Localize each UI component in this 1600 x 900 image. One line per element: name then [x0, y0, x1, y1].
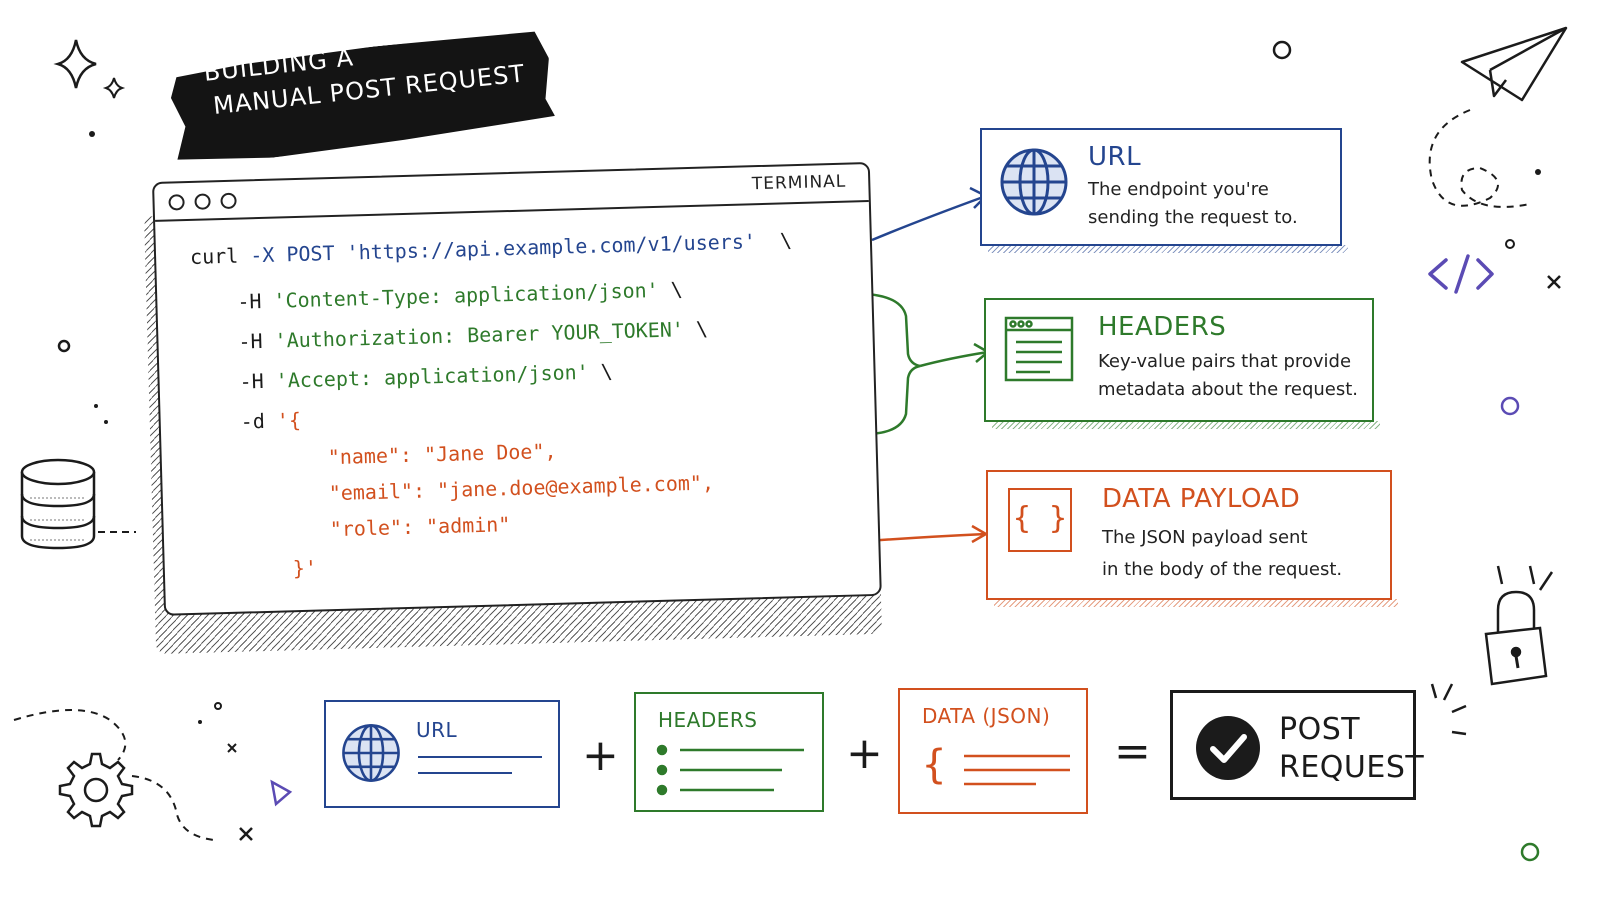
- equation-headers-label: HEADERS: [658, 708, 758, 732]
- code-token: \: [588, 359, 614, 384]
- result-line: REQUEST: [1279, 750, 1425, 785]
- code-token: -H: [237, 288, 274, 314]
- code-token: "role": "admin": [329, 512, 511, 542]
- code-line: "email": "jane.doe@example.com",: [328, 470, 714, 505]
- equation-data-label: DATA (JSON): [922, 704, 1051, 728]
- payload-card: { } DATA PAYLOAD The JSON payload sent i…: [986, 470, 1398, 607]
- code-token: -d: [240, 408, 278, 434]
- terminal-title-bar: TERMINAL: [154, 164, 869, 222]
- headers-card: HEADERS Key-value pairs that provide met…: [984, 298, 1380, 429]
- url-arrow: [871, 194, 987, 242]
- plus-operator: +: [582, 730, 619, 781]
- payload-desc-line: The JSON payload sent: [1102, 527, 1308, 548]
- code-token: 'Authorization: Bearer YOUR_TOKEN': [274, 317, 685, 353]
- equation-result-box: POST REQUEST: [1170, 690, 1424, 800]
- sparkle-small-icon: [227, 743, 237, 753]
- code-token: -H: [239, 368, 277, 394]
- url-desc-line: sending the request to.: [1088, 207, 1298, 228]
- dashed-curve: [13, 709, 127, 761]
- plus-operator: +: [846, 728, 883, 779]
- curly-braces-icon: { }: [1008, 488, 1072, 552]
- play-triangle-icon: [270, 779, 293, 807]
- code-line: "name": "Jane Doe",: [327, 439, 556, 469]
- code-line: -d '{: [240, 408, 301, 434]
- lock-icon: [1484, 590, 1548, 686]
- code-token: }': [292, 555, 318, 581]
- code-token: 'Content-Type: application/json': [273, 277, 659, 313]
- code-token: '{: [276, 407, 302, 433]
- code-token: 'https://api.example.com/v1/users': [346, 229, 757, 265]
- checkmark-circle-icon: [1196, 716, 1260, 780]
- globe-icon: [1000, 148, 1068, 216]
- code-token: -H: [238, 328, 275, 354]
- code-tag-icon: [1428, 254, 1494, 294]
- result-label: POST REQUEST: [1279, 711, 1424, 787]
- payload-card-description: The JSON payload sent in the body of the…: [1102, 522, 1342, 586]
- headers-card-description: Key-value pairs that provide metadata ab…: [1098, 348, 1358, 404]
- code-token: \: [658, 277, 684, 302]
- code-token: curl: [189, 243, 251, 269]
- ring-icon: [1520, 842, 1540, 862]
- equation-url-label: URL: [416, 718, 458, 742]
- ring-icon: [1500, 396, 1520, 416]
- headers-desc-line: metadata about the request.: [1098, 379, 1359, 400]
- small-sparkle-icon: [102, 77, 126, 99]
- result-line: POST: [1279, 712, 1361, 747]
- equals-operator: =: [1114, 726, 1151, 777]
- url-card-title: URL: [1088, 142, 1142, 172]
- code-line: -H 'Accept: application/json' \: [239, 359, 613, 393]
- braces-glyph: { }: [1012, 501, 1068, 536]
- payload-card-title: DATA PAYLOAD: [1102, 484, 1301, 514]
- line-placeholder: [418, 772, 512, 774]
- url-card: URL The endpoint you're sending the requ…: [980, 128, 1348, 253]
- dashed-loop: [1428, 109, 1531, 208]
- window-dot-icon: [194, 193, 211, 210]
- cross-icon: [1547, 275, 1561, 289]
- equation-data-box: DATA (JSON) {: [898, 688, 1088, 814]
- window-dot-icon: [220, 192, 237, 210]
- terminal-label: TERMINAL: [751, 171, 847, 195]
- sparkle-icon: [53, 39, 97, 89]
- dot-icon: [89, 131, 95, 137]
- equation-url-box: URL: [324, 700, 560, 808]
- code-token: "name": "Jane Doe",: [327, 438, 557, 470]
- code-token: 'Accept: application/json': [275, 359, 590, 393]
- document-window-icon: [1004, 316, 1074, 382]
- open-brace-icon: {: [922, 740, 946, 790]
- globe-icon: [342, 724, 400, 782]
- terminal-window: TERMINAL curl -X POST 'https://api.examp…: [152, 161, 882, 616]
- code-token: -X POST: [249, 240, 347, 268]
- ring-icon: [57, 339, 71, 353]
- code-line: -H 'Authorization: Bearer YOUR_TOKEN' \: [238, 317, 708, 354]
- headers-card-title: HEADERS: [1098, 312, 1227, 342]
- bullet-list-icon: [656, 744, 804, 796]
- brace-glyph: {: [922, 742, 947, 788]
- code-token: \: [755, 228, 793, 254]
- headers-arrow: [919, 350, 989, 368]
- code-line: }': [293, 556, 318, 581]
- line-placeholder: [418, 756, 542, 758]
- code-token: "email": "jane.doe@example.com",: [328, 470, 715, 506]
- gear-icon: [58, 752, 134, 828]
- paper-plane-icon: [1460, 26, 1568, 102]
- code-line: -H 'Content-Type: application/json' \: [237, 277, 683, 313]
- line-placeholder-group: [964, 754, 1070, 786]
- code-line: curl -X POST 'https://api.example.com/v1…: [190, 228, 793, 269]
- payload-desc-line: in the body of the request.: [1102, 559, 1343, 580]
- database-icon: [20, 458, 96, 550]
- equation-headers-box: HEADERS: [634, 692, 824, 812]
- url-card-description: The endpoint you're sending the request …: [1088, 176, 1298, 232]
- ring-icon: [1272, 40, 1292, 60]
- code-line: "role": "admin": [329, 512, 510, 541]
- window-dot-icon: [168, 194, 185, 211]
- headers-desc-line: Key-value pairs that provide: [1098, 351, 1352, 372]
- cross-icon: [239, 827, 253, 841]
- code-token: \: [683, 316, 709, 342]
- url-desc-line: The endpoint you're: [1088, 179, 1269, 200]
